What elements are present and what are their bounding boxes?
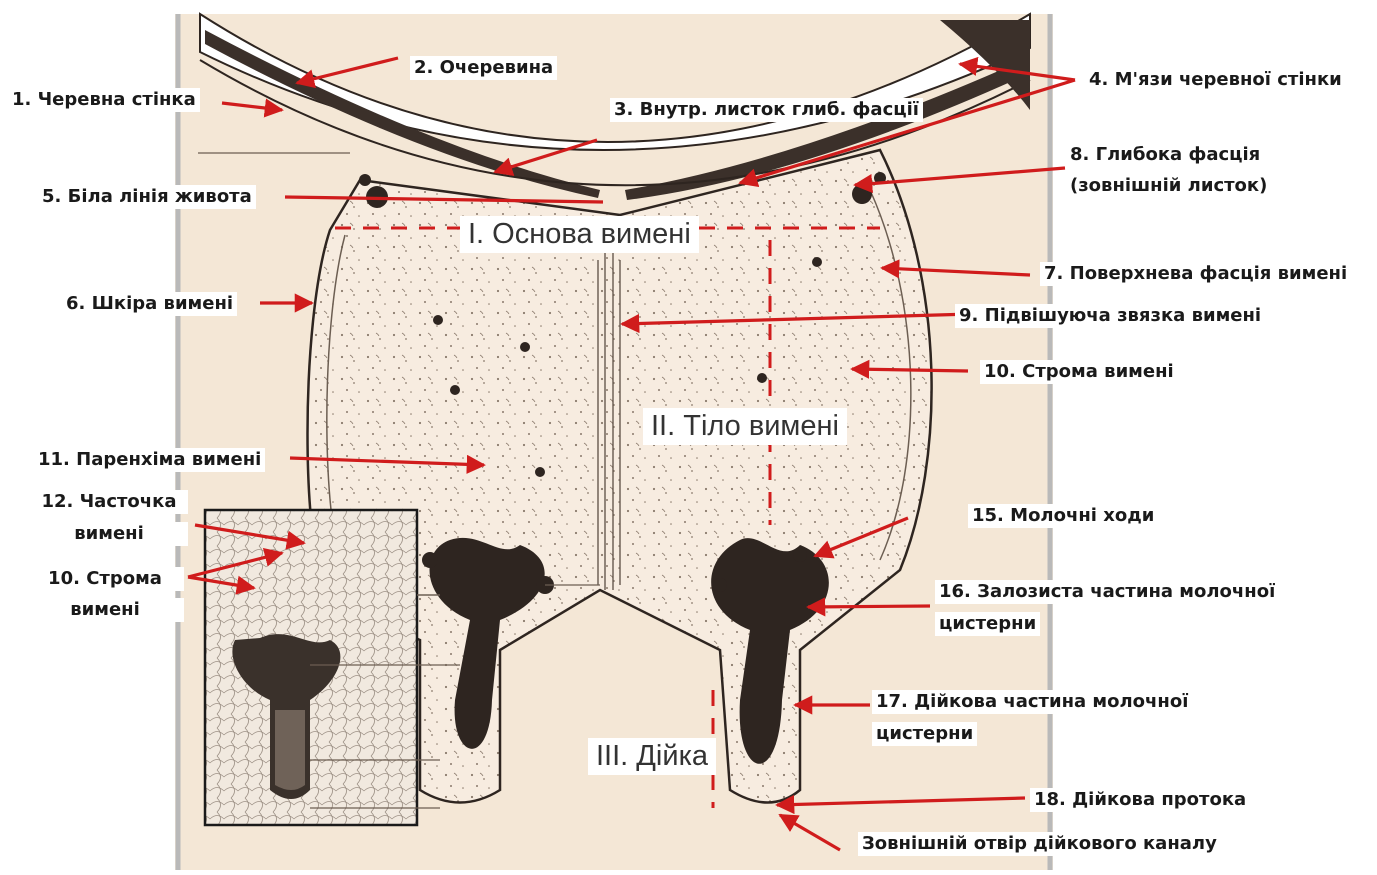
label-udder-parenchyma: 11. Паренхіма вимені	[34, 448, 265, 472]
label-deep-fascia: 8. Глибока фасція	[1066, 143, 1264, 167]
label-suspensory-ligament: 9. Підвішуюча звязка вимені	[955, 304, 1265, 328]
label-superficial-fascia: 7. Поверхнева фасція вимені	[1040, 262, 1351, 286]
label-teat-orifice: Зовнішній отвір дійкового каналу	[858, 832, 1221, 856]
label-inset-stroma: 10. Строма	[26, 567, 184, 591]
label-udder-stroma: 10. Строма вимені	[980, 360, 1178, 384]
label-gland-cistern: 16. Залозиста частина молочної	[935, 580, 1279, 604]
label-teat-cistern: 17. Дійкова частина молочної	[872, 690, 1192, 714]
label-udder-skin: 6. Шкіра вимені	[62, 292, 237, 316]
label-inset-stroma-2: вимені	[26, 598, 184, 622]
label-linea-alba: 5. Біла лінія живота	[38, 185, 256, 209]
region-udder-body: II. Тіло вимені	[643, 408, 847, 445]
label-abdominal-muscles: 4. М'язи черевної стінки	[1085, 68, 1346, 92]
label-teat-cistern-2: цистерни	[872, 722, 977, 746]
label-teat-duct: 18. Дійкова протока	[1030, 788, 1250, 812]
label-peritoneum: 2. Очеревина	[410, 56, 557, 80]
label-abdominal-wall: 1. Черевна стінка	[8, 88, 200, 112]
label-deep-fascia-outer: (зовнішній листок)	[1066, 174, 1271, 198]
label-milk-ducts: 15. Молочні ходи	[968, 504, 1158, 528]
label-udder-lobule-2: вимені	[30, 522, 188, 546]
label-udder-lobule: 12. Часточка	[30, 490, 188, 514]
label-inner-deep-fascia: 3. Внутр. листок глиб. фасції	[610, 98, 923, 122]
region-udder-base: I. Основа вимені	[460, 216, 699, 253]
label-gland-cistern-2: цистерни	[935, 612, 1040, 636]
region-teat: III. Дійка	[588, 738, 716, 775]
